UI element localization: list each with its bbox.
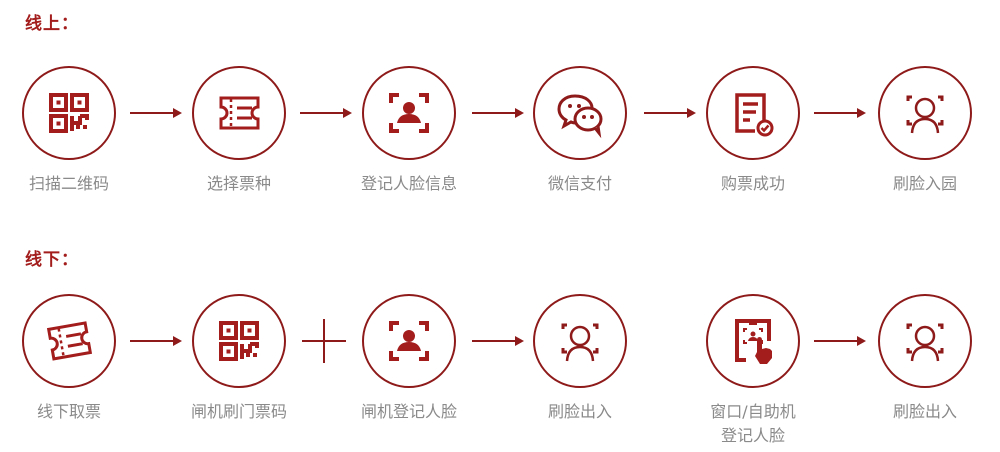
arrow-icon [472, 108, 524, 118]
arrow-icon [814, 336, 866, 346]
step-purchase-success [706, 66, 800, 160]
step-gate-register-face [362, 294, 456, 388]
step-label: 微信支付 [547, 174, 612, 193]
step-label: 登记人脸信息 [360, 174, 457, 193]
arrow-icon [300, 108, 352, 118]
step-offline-ticket [22, 294, 116, 388]
step-label: 购票成功 [720, 174, 785, 193]
step-label-line1: 窗口/自助机 [710, 402, 796, 421]
offline-heading: 线下： [25, 250, 79, 270]
step-select-ticket [192, 66, 286, 160]
face-register-icon [364, 68, 454, 158]
ticket-icon [194, 68, 284, 158]
ticket-icon [17, 289, 121, 393]
step-kiosk-register-face [706, 294, 800, 388]
step-face-in-out-2 [878, 294, 972, 388]
step-label: 刷脸出入 [547, 402, 612, 421]
order-success-icon [708, 68, 798, 158]
step-label-line2: 登记人脸 [720, 426, 785, 445]
step-wechat-pay [533, 66, 627, 160]
qr-code-icon [194, 296, 284, 386]
face-scan-icon [880, 68, 970, 158]
face-scan-icon [535, 296, 625, 386]
plus-icon [302, 319, 346, 363]
step-gate-scan-code [192, 294, 286, 388]
arrow-icon [130, 336, 182, 346]
step-register-face [362, 66, 456, 160]
face-scan-icon [880, 296, 970, 386]
step-label: 刷脸入园 [892, 174, 957, 193]
step-label: 选择票种 [206, 174, 271, 193]
step-label: 扫描二维码 [28, 174, 109, 193]
arrow-icon [814, 108, 866, 118]
arrow-icon [130, 108, 182, 118]
step-face-in-out [533, 294, 627, 388]
step-label: 闸机刷门票码 [190, 402, 287, 421]
online-heading: 线上： [25, 14, 79, 34]
kiosk-touch-icon [708, 296, 798, 386]
step-face-entry [878, 66, 972, 160]
wechat-icon [535, 68, 625, 158]
face-register-icon [364, 296, 454, 386]
step-label: 线下取票 [36, 402, 101, 421]
qr-code-icon [24, 68, 114, 158]
step-label: 闸机登记人脸 [360, 402, 457, 421]
arrow-icon [472, 336, 524, 346]
step-label: 刷脸出入 [892, 402, 957, 421]
arrow-icon [644, 108, 696, 118]
step-scan-qr [22, 66, 116, 160]
